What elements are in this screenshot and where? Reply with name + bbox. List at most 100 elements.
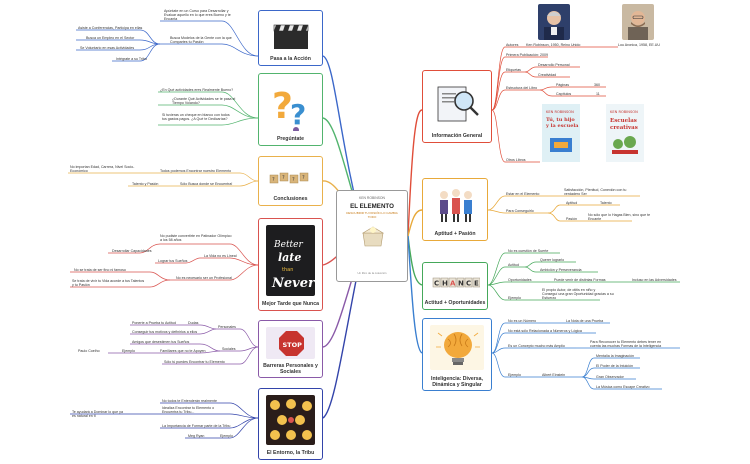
tarde-famoso[interactable]: No se trata de ser fino ni famoso [74, 268, 126, 272]
op-autor[interactable]: El propio Autor, de otitis en niño y [542, 288, 596, 292]
pasa-conferencias[interactable]: Asiste a Conferencias, Participa en ella… [78, 26, 143, 30]
pasa-empleo[interactable]: Busca un Empleo en el Sector [86, 36, 135, 40]
barr-motivos[interactable]: Conseguir tus motivos y definirlos a ell… [132, 330, 198, 334]
apt-conseguirlo[interactable]: Para Conseguirlo [506, 209, 534, 213]
gen-estructura[interactable]: Estructura del Libro [506, 86, 538, 90]
gen-capitulos[interactable]: Capítulos [556, 92, 572, 96]
int-concepto[interactable]: Es un Concepto mucho más Amplio [508, 344, 565, 348]
topic-label: Mejor Tarde que Nunca [262, 301, 319, 307]
pasa-voluntario[interactable]: Se Voluntario en esas Actividades [80, 46, 135, 50]
int-numero[interactable]: No es un Número [508, 319, 537, 323]
gen-paginas[interactable]: Páginas [556, 83, 569, 87]
conc-edad[interactable]: No importan Edad, Carrera, Nivel Socio- [70, 165, 135, 169]
int-einstein[interactable]: Albert Einstein [542, 373, 566, 377]
apt-satisfaccion[interactable]: Satisfacción, Plenitud, Conexión con tu [564, 188, 627, 192]
barr-familiares[interactable]: Familiares que no te Apoyen [160, 349, 206, 353]
op-ambicion[interactable]: Ambición y Perseverancia [540, 268, 582, 272]
conc-talento[interactable]: Talento y Pasión [132, 182, 159, 186]
gen-publicacion[interactable]: Primera Publicación: 2009 [506, 53, 548, 57]
svg-text:?: ? [272, 177, 275, 183]
topic-conclusiones[interactable]: ???? Conclusiones [258, 156, 323, 206]
tarde-suenos[interactable]: Lograr tus Sueños [158, 259, 188, 263]
gen-autores[interactable]: Autores [506, 43, 519, 47]
int-observador[interactable]: Gran Observador [596, 375, 624, 379]
preg-bueno[interactable]: ¿En Qué actividades eres Realmente Bueno… [160, 88, 234, 92]
pasa-tribu[interactable]: Intégrate a su Tribu [116, 57, 147, 61]
tarde-profesional[interactable]: No es necesario ser un Profesional [176, 276, 232, 280]
barr-dudas[interactable]: Dudas [188, 321, 199, 325]
barr-actitud[interactable]: Ponerte a Prueba tu Actitud [132, 321, 176, 325]
ent-ejemplo[interactable]: Ejemplo [220, 434, 233, 438]
tarde-capacidades[interactable]: Desarrollar Capacidades [112, 249, 152, 253]
topic-preguntate[interactable]: ?? Pregúntate [258, 73, 323, 146]
op-ejemplo[interactable]: Ejemplo [508, 296, 521, 300]
gen-otros-libros[interactable]: Otros Libros [506, 158, 526, 162]
op-formas[interactable]: Puede venir de distintas Formas [554, 278, 606, 282]
ent-dominar[interactable]: Te ayudará a Dominar lo que ya [72, 410, 123, 414]
op-suerte[interactable]: No es cuestión de Suerte [508, 249, 549, 253]
tarde-patinador[interactable]: No pudiste convertirte en Patinador Olím… [160, 234, 232, 238]
op-actitud[interactable]: Actitud [508, 263, 519, 267]
topic-entorno[interactable]: El Entorno, la Tribu [258, 388, 323, 460]
tarde-vida[interactable]: La Vida no es Lineal [204, 254, 237, 258]
barr-sociales[interactable]: Sociales [222, 347, 236, 351]
topic-pasa-a-la-accion[interactable]: Pasa a la Acción [258, 10, 323, 66]
svg-text:?: ? [302, 175, 305, 181]
barr-personales[interactable]: Personales [218, 325, 236, 329]
conc-todos[interactable]: Todos podemos Encontrar nuestro Elemento [160, 169, 232, 173]
int-ejemplo[interactable]: Ejemplo [508, 373, 521, 377]
int-intuicion[interactable]: El Poder de la Intuición [596, 364, 633, 368]
tarde-talentos[interactable]: Se trata de vivir tu Vida acorde a tus T… [72, 279, 145, 283]
topic-inteligencia[interactable]: Inteligencia: Diversa, Dinámica y Singul… [422, 318, 492, 391]
svg-text:N: N [458, 280, 464, 288]
conc-busca[interactable]: Sólo Busca donde se Encuentra! [180, 182, 233, 186]
gen-creatividad[interactable]: Creatividad [538, 73, 557, 77]
gen-desarrollo[interactable]: Desarrollo Personal [538, 63, 570, 67]
preg-cheque[interactable]: Si tuvieras un cheque en blanco con todo… [162, 113, 230, 117]
ent-dominar-line2: es natural en ti [72, 414, 96, 418]
apt-hagas-bien[interactable]: No sólo que lo Hagas Bien, sino que te [588, 213, 651, 217]
ent-meg-ryan[interactable]: Meg Ryan [188, 434, 205, 438]
ent-idealiza-line2: Encuentra tu Tribu... [162, 410, 195, 414]
gen-autor-robinson[interactable]: Ken Robinson, 1950, Reino Unido [526, 43, 581, 47]
apt-talento[interactable]: Talento [600, 201, 612, 205]
int-logica[interactable]: No está sólo Relacionada a Números y Lóg… [508, 329, 582, 333]
topic-aptitud-pasion[interactable]: Aptitud + Pasión [422, 178, 488, 241]
apt-pasion[interactable]: Pasión [566, 217, 577, 221]
int-nota[interactable]: La Nota de una Prueba [566, 319, 604, 323]
apt-satisfaccion-line2: verdadero Ser [564, 192, 587, 196]
svg-text:than: than [282, 267, 293, 273]
int-reconocer[interactable]: Para Reconocer tu Elemento debes tener e… [590, 340, 662, 344]
op-querer[interactable]: Querer lograrlo [540, 258, 565, 262]
svg-text:C: C [434, 280, 439, 288]
gen-etiquetas[interactable]: Etiquetas [506, 68, 521, 72]
barr-solo-tu[interactable]: Sólo tú puedes Encontrar tu Elemento [164, 360, 225, 364]
apt-aptitud[interactable]: Aptitud [566, 201, 578, 205]
pasa-curso[interactable]: Apúntate en un Curso para Desarrollar y [164, 9, 229, 13]
gen-capitulos-valor: 11 [596, 92, 600, 96]
stop-sign-icon: STOP [266, 327, 315, 359]
pasa-modelos[interactable]: Busca Modelos de la Gente con la que [170, 36, 232, 40]
preg-tiempo[interactable]: ¿Durante Qué Actividades se te pasa el [172, 97, 236, 101]
topic-informacion-general[interactable]: Información General [422, 70, 492, 143]
center-book-node[interactable]: KEN ROBINSON EL ELEMENTO DESCUBRIR TU PA… [336, 190, 408, 282]
ent-importancia[interactable]: La Importancia de Formar parte de la Tri… [162, 424, 231, 428]
barr-amigos[interactable]: Amigos que desestimen tus Sueños [132, 340, 190, 344]
apt-elemento[interactable]: Estar en el Elemento [506, 192, 540, 196]
ent-entenderan[interactable]: No todos te Entenderán realmente [162, 399, 217, 403]
barr-ejemplo[interactable]: Ejemplo [122, 349, 135, 353]
svg-text:E: E [474, 280, 479, 288]
int-imaginacion[interactable]: Mentalía la Imaginación [596, 354, 634, 358]
topic-barreras[interactable]: STOP Barreras Personales y Sociales [258, 320, 323, 378]
op-adversidades[interactable]: Incluso en las Adversidades [632, 278, 677, 282]
ent-idealiza[interactable]: Idealiza Encontrar tu Elemento o [162, 406, 215, 410]
int-musica[interactable]: La Música como Escape Creativo [596, 385, 650, 389]
gen-autor-aronica[interactable]: Lou Aronica, 1958, EE.UU [618, 43, 660, 47]
barr-coelho[interactable]: Paulo Coelho [78, 349, 100, 353]
op-oportunidades[interactable]: Oportunidades [508, 278, 532, 282]
svg-text:creativas: creativas [610, 125, 638, 131]
